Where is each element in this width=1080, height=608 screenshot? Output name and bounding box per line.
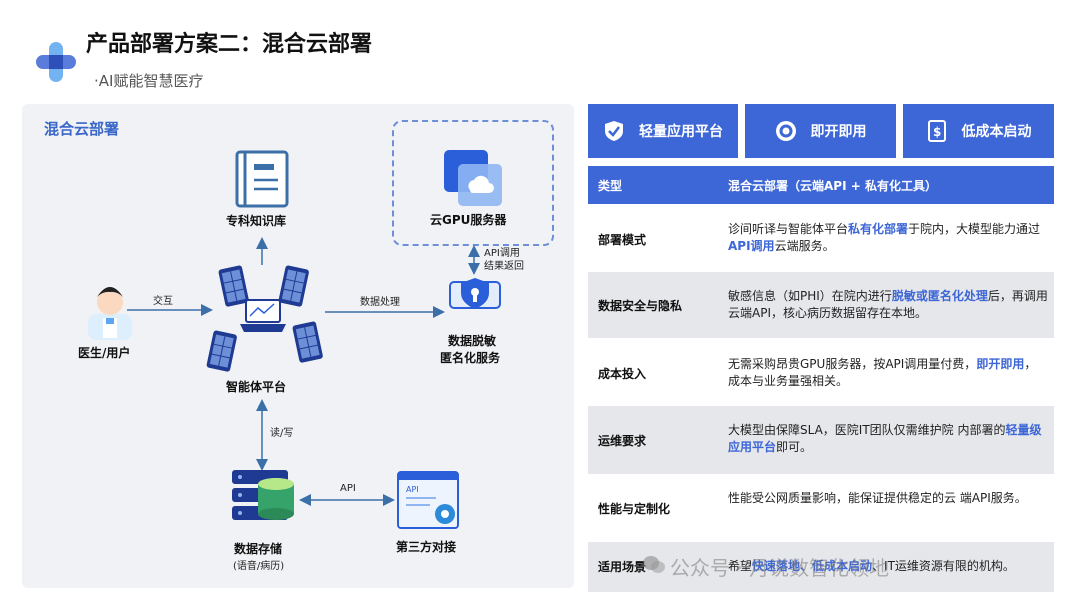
- row-value: 敏感信息（如PHI）在院内进行脱敏或匿名化处理后，再调用云端API，核心病历数据…: [728, 288, 1048, 322]
- row-value: 大模型由保障SLA，医院IT团队仅需维护院 内部署的轻量级应用平台即可。: [728, 422, 1048, 456]
- feature-lightweight-label: 轻量应用平台: [639, 121, 723, 141]
- edge-interact-label: 交互: [153, 292, 173, 307]
- doctor-avatar-icon: [88, 287, 132, 340]
- table-row: 成本投入 无需采购昂贵GPU服务器，按API调用量付费，即开即用，成本与业务量强…: [588, 340, 1054, 404]
- database-icon: [232, 470, 294, 520]
- watermark-text: 公众号 · 月说数智化领地: [670, 552, 889, 581]
- anonymize-label: 匿名化服务: [440, 349, 500, 366]
- row-value: 性能受公网质量影响，能保证提供稳定的云 端API服务。: [728, 490, 1048, 507]
- row-key: 性能与定制化: [598, 500, 670, 517]
- row-key: 成本投入: [598, 365, 646, 382]
- api-gear-icon: API: [398, 472, 458, 528]
- svg-text:API: API: [406, 485, 419, 494]
- book-icon: [237, 152, 287, 206]
- header-type: 类型: [598, 177, 622, 194]
- row-value: 诊间听译与智能体平台私有化部署于院内，大模型能力通过API调用云端服务。: [728, 221, 1048, 255]
- shield-lock-icon: [450, 278, 500, 309]
- edge-read-write-label: 读/写: [270, 424, 293, 439]
- edge-data-process-label: 数据处理: [360, 293, 400, 308]
- feature-ready-label: 即开即用: [811, 121, 867, 141]
- table-row: 数据安全与隐私 敏感信息（如PHI）在院内进行脱敏或匿名化处理后，再调用云端AP…: [588, 272, 1054, 338]
- row-key: 部署模式: [598, 231, 646, 248]
- table-header: 类型 混合云部署（云端API + 私有化工具）: [588, 166, 1054, 204]
- edge-api-label: API: [340, 483, 356, 494]
- header-value: 混合云部署（云端API + 私有化工具）: [728, 177, 937, 194]
- platform-label: 智能体平台: [226, 378, 286, 395]
- edge-result-return-label: 结果返回: [484, 257, 524, 272]
- row-value: 无需采购昂贵GPU服务器，按API调用量付费，即开即用，成本与业务量强相关。: [728, 356, 1048, 390]
- table-row: 部署模式 诊间听译与智能体平台私有化部署于院内，大模型能力通过API调用云端服务…: [588, 208, 1054, 270]
- row-key: 适用场景: [598, 558, 646, 575]
- feature-lowcost: $ 低成本启动: [903, 104, 1054, 158]
- row-key: 运维要求: [598, 432, 646, 449]
- wechat-icon: [642, 554, 666, 576]
- third-party-label: 第三方对接: [396, 538, 456, 555]
- svg-text:$: $: [933, 125, 941, 139]
- feature-lowcost-label: 低成本启动: [962, 121, 1032, 141]
- dollar-doc-icon: $: [926, 120, 948, 142]
- shield-check-icon: [603, 120, 625, 142]
- table-row: 运维要求 大模型由保障SLA，医院IT团队仅需维护院 内部署的轻量级应用平台即可…: [588, 406, 1054, 474]
- feature-lightweight: 轻量应用平台: [588, 104, 738, 158]
- cloud-server-icon: [444, 150, 502, 206]
- knowledge-base-label: 专科知识库: [226, 212, 286, 229]
- server-cluster-icon: [206, 265, 323, 372]
- storage-sublabel: (语音/病历): [233, 557, 284, 572]
- table-row: 性能与定制化 性能受公网质量影响，能保证提供稳定的云 端API服务。: [588, 476, 1054, 540]
- target-icon: [775, 120, 797, 142]
- cloud-gpu-label: 云GPU服务器: [430, 211, 506, 228]
- storage-label: 数据存储: [234, 540, 282, 557]
- feature-ready: 即开即用: [745, 104, 896, 158]
- desensitize-label: 数据脱敏: [448, 332, 496, 349]
- row-key: 数据安全与隐私: [598, 297, 682, 314]
- doctor-label: 医生/用户: [78, 344, 130, 361]
